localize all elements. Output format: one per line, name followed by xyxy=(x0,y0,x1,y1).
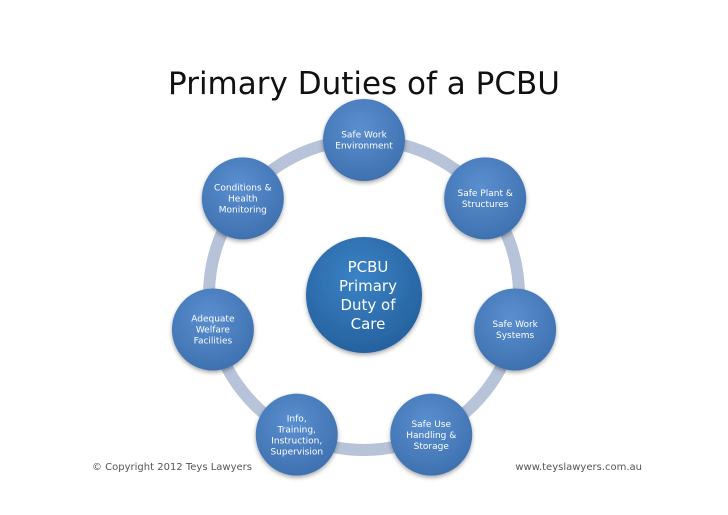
node-safe-use-handling-storage-label-line: Storage xyxy=(414,442,450,452)
center-node-label-line: Duty of xyxy=(340,296,396,314)
node-conditions-health-monitoring-circle xyxy=(201,157,284,240)
node-adequate-welfare-facilities-label-line: Welfare xyxy=(196,326,231,336)
node-safe-work-systems-label-line: Safe Work xyxy=(492,320,538,330)
node-conditions-health-monitoring-label-line: Monitoring xyxy=(219,206,267,216)
node-conditions-health-monitoring-label-line: Conditions & xyxy=(214,184,272,194)
node-info-training-instruction-supervision-label-line: Training, xyxy=(277,425,316,435)
diagram-title: Primary Duties of a PCBU xyxy=(168,66,560,102)
node-info-training-instruction-supervision-label-line: Info, xyxy=(287,414,307,424)
center-node-label-line: Care xyxy=(351,315,386,333)
node-safe-work-environment-circle xyxy=(323,99,405,181)
node-info-training-instruction-supervision-label-line: Supervision xyxy=(270,447,323,457)
copyright-text: © Copyright 2012 Teys Lawyers xyxy=(92,462,252,473)
node-safe-work-systems-circle xyxy=(474,288,557,371)
node-safe-plant-structures-circle xyxy=(444,157,527,240)
node-safe-work-systems-label-line: Systems xyxy=(496,331,535,341)
node-info-training-instruction-supervision-label-line: Instruction, xyxy=(271,436,322,446)
center-node-circle xyxy=(306,237,422,353)
node-safe-plant-structures-label-line: Safe Plant & xyxy=(458,189,513,199)
node-safe-work-environment-label-line: Environment xyxy=(335,142,393,152)
node-adequate-welfare-facilities-circle xyxy=(171,288,254,371)
node-safe-use-handling-storage-label-line: Safe Use xyxy=(411,420,451,430)
center-node-label-line: Primary xyxy=(339,277,397,295)
node-safe-plant-structures-label-line: Structures xyxy=(462,200,509,210)
node-safe-plant-structures: Safe Plant &Structures xyxy=(444,157,527,240)
center-node-label-line: PCBU xyxy=(348,258,389,276)
node-safe-work-environment-label-line: Safe Work xyxy=(341,131,387,141)
node-safe-use-handling-storage-circle xyxy=(390,393,473,476)
node-adequate-welfare-facilities-label-line: Facilities xyxy=(194,337,233,347)
node-conditions-health-monitoring-label-line: Health xyxy=(228,195,258,205)
website-link[interactable]: www.teyslawyers.com.au xyxy=(515,462,642,473)
node-info-training-instruction-supervision-circle xyxy=(255,393,338,476)
node-adequate-welfare-facilities-label-line: Adequate xyxy=(191,315,235,325)
node-info-training-instruction-supervision: Info,Training,Instruction,Supervision xyxy=(255,393,338,476)
node-safe-use-handling-storage-label-line: Handling & xyxy=(406,431,456,441)
